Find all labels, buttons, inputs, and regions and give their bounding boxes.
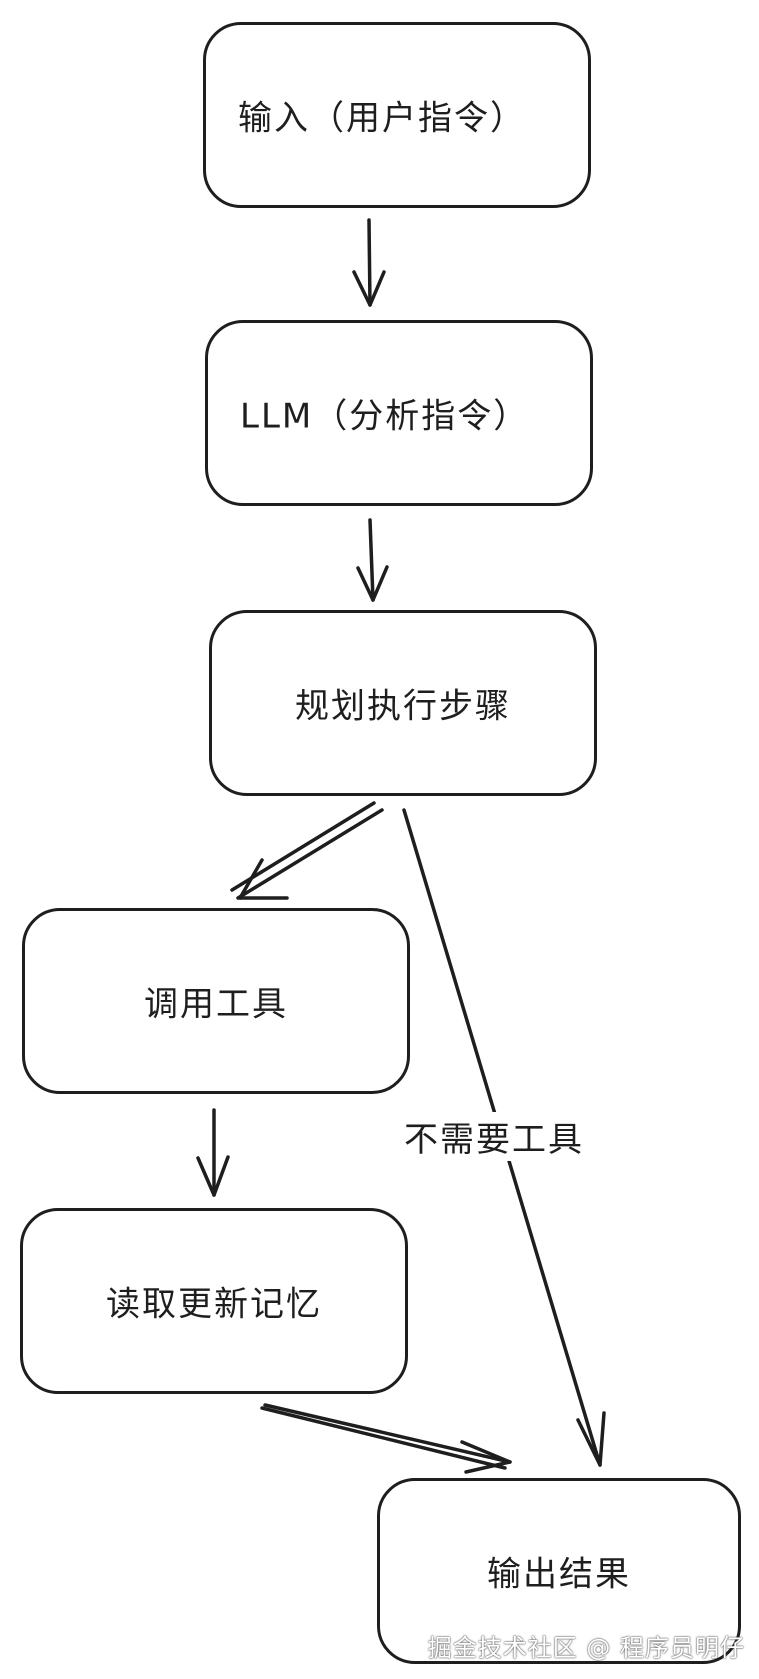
- node-plan: 规划执行步骤: [209, 610, 597, 796]
- edge-input-to-llm: [352, 218, 386, 307]
- edge-label-no-tools: 不需要工具: [404, 1112, 584, 1161]
- node-input-label: 输入（用户指令）: [238, 98, 526, 139]
- node-output-label: 输出结果: [487, 1554, 631, 1595]
- edge-plan-to-tools: [230, 801, 384, 900]
- edge-tools-to-memory: [196, 1108, 230, 1197]
- node-call-tools: 调用工具: [22, 908, 410, 1094]
- node-memory: 读取更新记忆: [20, 1208, 408, 1394]
- watermark: 掘金技术社区 @ 程序员明仔: [427, 1634, 745, 1662]
- node-output: 输出结果: [377, 1478, 741, 1664]
- edge-memory-to-output: [260, 1403, 512, 1474]
- edge-llm-to-plan: [356, 518, 389, 602]
- node-input: 输入（用户指令）: [203, 22, 591, 208]
- node-memory-label: 读取更新记忆: [106, 1284, 322, 1325]
- node-llm: LLM（分析指令）: [205, 320, 593, 506]
- node-plan-label: 规划执行步骤: [295, 686, 511, 727]
- node-llm-label: LLM（分析指令）: [240, 396, 530, 437]
- node-call-tools-label: 调用工具: [144, 984, 288, 1025]
